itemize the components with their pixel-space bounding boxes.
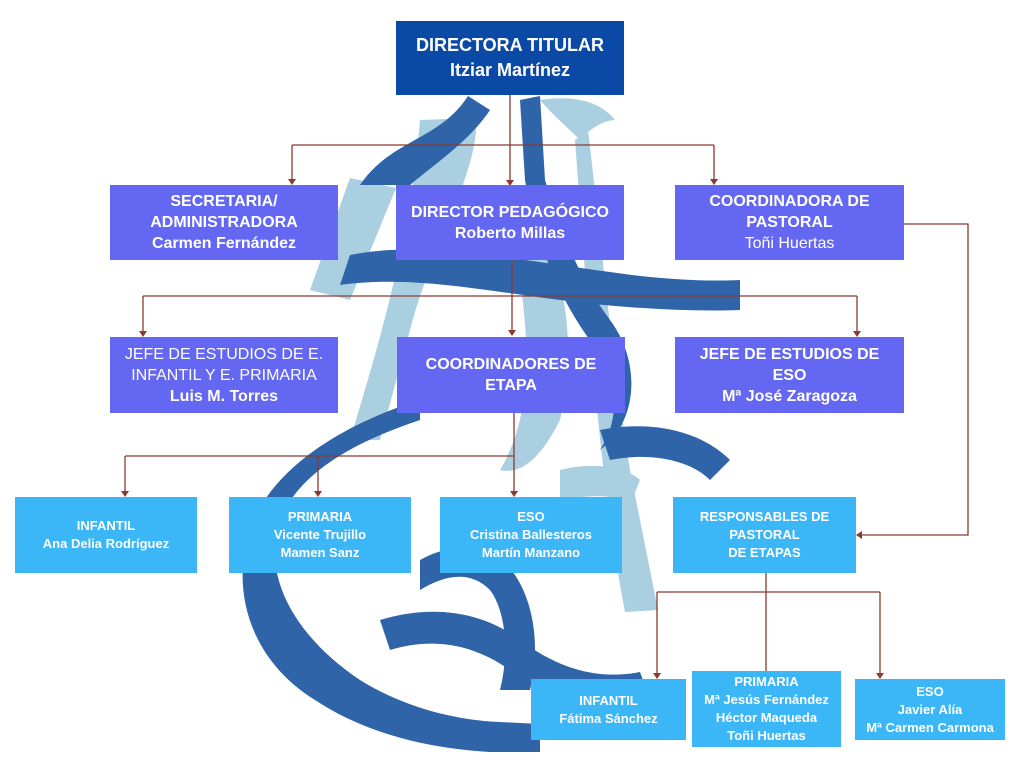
- role-title: ADMINISTRADORA: [150, 214, 298, 231]
- role-title: DE ETAPAS: [728, 545, 801, 560]
- role-title: DIRECTOR PEDAGÓGICO: [411, 203, 609, 221]
- box-director-pedagogico: DIRECTOR PEDAGÓGICO Roberto Millas: [396, 185, 624, 260]
- role-title: COORDINADORA DE: [709, 193, 870, 210]
- person-name: Mª Jesús Fernández: [704, 692, 829, 707]
- person-name: Fátima Sánchez: [559, 710, 658, 726]
- role-title: COORDINADORES DE: [425, 356, 597, 373]
- person-name: Mª Carmen Carmona: [866, 719, 994, 735]
- arrowhead: [508, 330, 516, 336]
- role-title: SECRETARIA/: [170, 193, 278, 210]
- connector-director-to-jefes: [142, 260, 858, 336]
- arrowhead: [853, 331, 861, 337]
- connector-responsables-to-pastoral-etapas: [656, 572, 881, 678]
- person-name: Martín Manzano: [481, 545, 581, 560]
- box-coordinadores-etapa: COORDINADORES DE ETAPA: [397, 337, 625, 413]
- arrowhead: [121, 491, 129, 497]
- role-title: ESO: [772, 366, 807, 384]
- role-title: JEFE DE ESTUDIOS DE: [699, 345, 880, 363]
- role-title: PASTORAL: [729, 527, 800, 542]
- person-name: Mª José Zaragoza: [722, 387, 857, 405]
- box-coordinadora-pastoral: COORDINADORA DE PASTORAL Toñi Huertas: [675, 185, 904, 260]
- person-name: Javier Alía: [897, 701, 963, 717]
- role-title: JEFE DE ESTUDIOS DE E.: [124, 345, 324, 363]
- role-title: PASTORAL: [746, 214, 833, 231]
- box-secretaria-administradora: SECRETARIA/ ADMINISTRADORA Carmen Fernán…: [110, 185, 338, 260]
- box-jefe-estudios-eso: JEFE DE ESTUDIOS DE ESO Mª José Zaragoza: [675, 337, 904, 413]
- stage-title: PRIMARIA: [734, 674, 799, 689]
- person-name: Luis M. Torres: [169, 387, 279, 405]
- arrowhead: [288, 179, 296, 185]
- box-etapa-primaria: PRIMARIA Vicente Trujillo Mamen Sanz: [229, 497, 411, 573]
- stage-title: PRIMARIA: [287, 509, 353, 524]
- box-etapa-infantil: INFANTIL Ana Delia Rodríguez: [15, 497, 197, 573]
- box-pastoral-infantil: INFANTIL Fátima Sánchez: [531, 679, 686, 740]
- box-directora-titular: DIRECTORA TITULAR Itziar Martínez: [396, 21, 624, 95]
- arrowhead: [710, 179, 718, 185]
- person-name: Héctor Maqueda: [715, 710, 818, 725]
- stage-title: ESO: [517, 509, 545, 524]
- role-title: INFANTIL Y E. PRIMARIA: [131, 366, 317, 384]
- role-title: ETAPA: [485, 377, 537, 394]
- connector-pastoral-to-responsables: [857, 223, 969, 536]
- person-name: Ana Delia Rodríguez: [42, 536, 170, 551]
- box-jefe-estudios-infantil-primaria: JEFE DE ESTUDIOS DE E. INFANTIL Y E. PRI…: [110, 337, 338, 413]
- arrowhead: [139, 331, 147, 337]
- person-name: Toñi Huertas: [727, 728, 806, 743]
- person-name: Cristina Ballesteros: [469, 527, 593, 542]
- arrowhead: [876, 673, 884, 679]
- person-name: Roberto Millas: [454, 224, 566, 242]
- role-title: RESPONSABLES DE: [699, 509, 830, 524]
- person-name: Vicente Trujillo: [273, 527, 367, 542]
- arrowhead: [314, 491, 322, 497]
- person-name: Toñi Huertas: [744, 235, 835, 252]
- arrowhead: [653, 673, 661, 679]
- box-responsables-pastoral: RESPONSABLES DE PASTORAL DE ETAPAS: [673, 497, 856, 573]
- connector-coordinadores-to-etapas: [124, 413, 515, 496]
- arrowhead: [506, 180, 514, 186]
- person-name: Mamen Sanz: [280, 545, 360, 560]
- arrowhead: [510, 491, 518, 497]
- arrowhead: [856, 531, 862, 539]
- role-title: DIRECTORA TITULAR: [416, 35, 604, 55]
- box-pastoral-primaria: PRIMARIA Mª Jesús Fernández Héctor Maque…: [692, 671, 841, 747]
- stage-title: INFANTIL: [76, 518, 136, 533]
- connector-top-to-level1: [291, 95, 715, 185]
- box-pastoral-eso: ESO Javier Alía Mª Carmen Carmona: [855, 679, 1005, 740]
- person-name: Carmen Fernández: [151, 235, 297, 252]
- box-etapa-eso: ESO Cristina Ballesteros Martín Manzano: [440, 497, 622, 573]
- stage-title: INFANTIL: [579, 692, 638, 708]
- person-name: Itziar Martínez: [449, 60, 571, 80]
- stage-title: ESO: [916, 683, 944, 699]
